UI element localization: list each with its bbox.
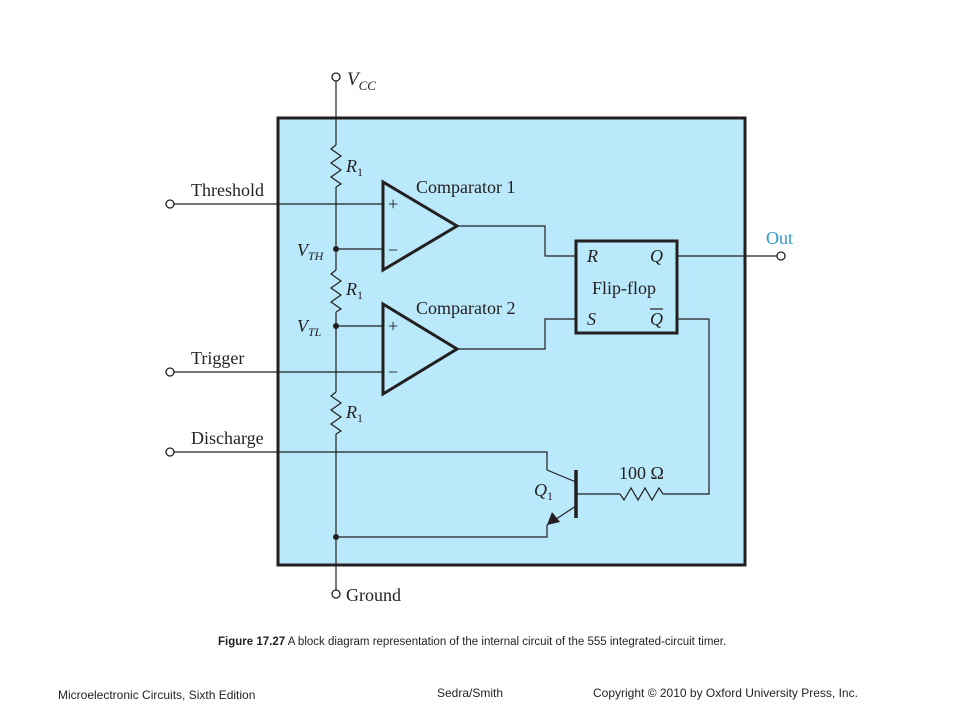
- comparator-1-minus: −: [388, 240, 398, 260]
- vcc-terminal: [331, 72, 341, 82]
- ground-label: Ground: [346, 585, 401, 605]
- flip-flop-s: S: [587, 309, 596, 329]
- ground-terminal: [331, 589, 341, 599]
- figure-caption: Figure 17.27 A block diagram representat…: [218, 636, 726, 648]
- out-terminal: [776, 251, 786, 261]
- comparator-2-minus: −: [388, 362, 398, 382]
- comparator-1-plus: +: [388, 194, 398, 214]
- vcc-label: VCC: [347, 69, 376, 93]
- vtl-label: VTL: [297, 316, 322, 339]
- flip-flop: [574, 239, 679, 335]
- discharge-terminal: [165, 447, 175, 457]
- threshold-label: Threshold: [191, 180, 264, 200]
- comparator-2: [381, 301, 460, 397]
- transistor-label: Q1: [534, 480, 553, 503]
- comparator-2-plus: +: [388, 316, 398, 336]
- r1-label-top: R1: [345, 156, 363, 179]
- figure-caption-text: A block diagram representation of the in…: [287, 636, 727, 648]
- footer-book-title: Microelectronic Circuits, Sixth Edition: [58, 688, 256, 702]
- qbar-wire: [663, 318, 710, 495]
- footer-copyright: Copyright © 2010 by Oxford University Pr…: [593, 686, 858, 700]
- resistor-r1-bottom: [329, 391, 343, 435]
- trigger-label: Trigger: [191, 348, 244, 368]
- r1-label-mid: R1: [345, 279, 363, 302]
- discharge-label: Discharge: [191, 428, 264, 448]
- flip-flop-q: Q: [650, 246, 663, 266]
- flip-flop-title: Flip-flop: [592, 278, 656, 298]
- comparator-1-label: Comparator 1: [416, 177, 515, 197]
- figure-number: Figure 17.27: [218, 636, 286, 648]
- transistor-emitter-arrow: [547, 512, 560, 525]
- resistor-r1-mid: [329, 269, 343, 313]
- flip-flop-r: R: [586, 246, 598, 266]
- circuit-diagram: VCC Ground R1 R1 R1 VTH VTL Threshold Tr…: [165, 69, 793, 605]
- timer-block: [276, 116, 747, 567]
- base-resistor-label: 100 Ω: [619, 463, 664, 483]
- vth-label: VTH: [297, 240, 325, 263]
- discharge-wire: [174, 451, 548, 470]
- r1-label-bottom: R1: [345, 402, 363, 425]
- comparator-2-output-wire: [457, 318, 576, 350]
- footer-authors: Sedra/Smith: [437, 686, 504, 700]
- trigger-terminal: [165, 367, 175, 377]
- threshold-terminal: [165, 199, 175, 209]
- comparator-1-output-wire: [457, 225, 576, 257]
- transistor-collector: [546, 469, 577, 483]
- comparator-2-label: Comparator 2: [416, 298, 515, 318]
- comparator-1: [381, 179, 460, 273]
- flip-flop-qbar: Q: [650, 309, 663, 329]
- resistor-r1-top: [329, 144, 343, 188]
- emitter-ground-wire: [336, 525, 548, 538]
- base-resistor: [619, 486, 664, 502]
- out-label: Out: [766, 228, 793, 248]
